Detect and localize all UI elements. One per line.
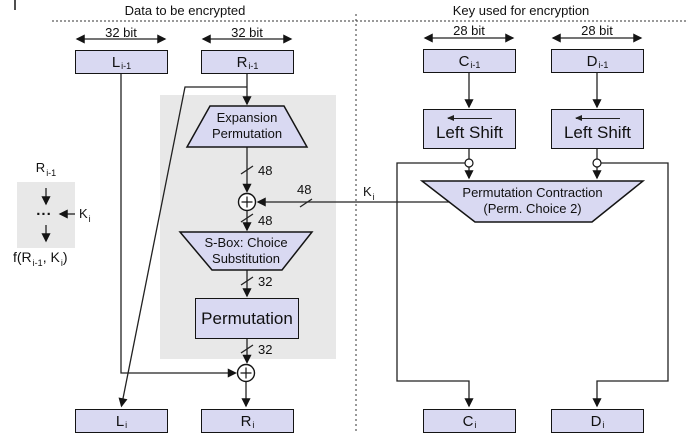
pc2-line1: Permutation Contraction <box>462 185 603 200</box>
shift-left-arrow-icon <box>446 114 492 121</box>
bitwidth-label-l: 32 bit <box>105 25 137 40</box>
legend-key-main: K <box>79 206 88 221</box>
register-main: D <box>586 52 598 70</box>
register-main: D <box>590 412 602 430</box>
register-sub: i-1 <box>121 60 132 71</box>
wire-loop-to-dnext <box>592 162 669 408</box>
bus-label-32-bottom: 32 <box>258 342 273 357</box>
left-shift-d-box: Left Shift <box>551 109 644 149</box>
left-shift-label: Left Shift <box>435 123 504 142</box>
legend-f-s2: i <box>60 257 63 268</box>
expansion-permutation-label: Expansion Permutation <box>187 110 307 142</box>
left-shift-c-box: Left Shift <box>423 109 516 149</box>
expansion-line2: Permutation <box>211 126 283 141</box>
legend-input-sub: i-1 <box>46 167 57 178</box>
sbox-shape <box>178 231 314 271</box>
bus-slash-48-top <box>240 165 254 175</box>
sbox-line1: S-Box: Choice <box>204 235 288 250</box>
legend-f-p2: , K <box>42 249 60 265</box>
legend-f-p3: ) <box>62 249 68 265</box>
subkey-sub: i <box>372 191 375 202</box>
perm-choice2-label: Permutation Contraction (Perm. Choice 2) <box>422 185 643 216</box>
bus-label-48-bottom: 48 <box>258 213 273 228</box>
legend-key-sub: i <box>88 213 91 224</box>
register-sub: i <box>474 419 477 430</box>
legend-input-label: Ri-1 <box>35 160 57 178</box>
section-title-data: Data to be encrypted <box>124 3 246 18</box>
register-main: C <box>458 52 470 70</box>
subkey-main: K <box>363 184 372 199</box>
register-main: R <box>240 412 252 430</box>
register-sub: i <box>125 419 128 430</box>
xor-icon <box>237 192 257 212</box>
legend-f-p1: f(R <box>13 249 32 265</box>
register-sub: i-1 <box>470 59 481 70</box>
xor2-icon <box>236 363 256 383</box>
register-sub: i-1 <box>248 60 259 71</box>
left-shift-label: Left Shift <box>563 123 632 142</box>
legend-output-label: f(Ri-1, Ki) <box>13 249 68 268</box>
legend-f-s1: i-1 <box>32 257 43 268</box>
perm-choice2-shape <box>419 180 646 223</box>
bitwidth-label-r: 32 bit <box>231 25 263 40</box>
wire-rprev-to-lnext <box>118 86 247 408</box>
bus-label-48-key: 48 <box>297 182 312 197</box>
legend-key-label: Ki <box>79 206 91 224</box>
branch-node-c-icon <box>464 158 474 168</box>
shift-left-arrow-icon <box>574 114 620 121</box>
bus-slash-48-key <box>299 198 313 208</box>
subkey-label: Ki <box>363 184 375 202</box>
sbox-line2: Substitution <box>212 251 280 266</box>
legend-dots: ... <box>36 202 52 219</box>
bus-slash-32-top <box>240 276 254 286</box>
section-title-key: Key used for encryption <box>452 3 590 18</box>
branch-node-d-icon <box>592 158 602 168</box>
legend-input-main: R <box>35 160 46 175</box>
bus-label-32-top: 32 <box>258 274 273 289</box>
register-sub: i-1 <box>598 59 609 70</box>
register-main: R <box>236 53 248 71</box>
register-sub: i <box>602 419 605 430</box>
permutation-box: Permutation <box>195 298 299 339</box>
bitwidth-label-c: 28 bit <box>453 23 485 38</box>
register-sub: i <box>252 419 255 430</box>
wire-loop-to-cnext <box>396 162 474 408</box>
sbox-label: S-Box: Choice Substitution <box>180 235 312 267</box>
register-main: C <box>462 412 474 430</box>
bus-label-48-top: 48 <box>258 163 273 178</box>
bus-slash-48-bottom <box>240 213 254 223</box>
wire-lprev-to-xor <box>120 73 237 378</box>
expansion-line1: Expansion <box>216 110 278 125</box>
register-main: L <box>115 412 125 430</box>
expansion-permutation-shape <box>185 105 309 148</box>
register-main: L <box>111 53 121 71</box>
permutation-label: Permutation <box>201 308 293 328</box>
pc2-line2: (Perm. Choice 2) <box>483 200 582 216</box>
bus-slash-32-bottom <box>240 344 254 354</box>
bitwidth-label-d: 28 bit <box>581 23 613 38</box>
